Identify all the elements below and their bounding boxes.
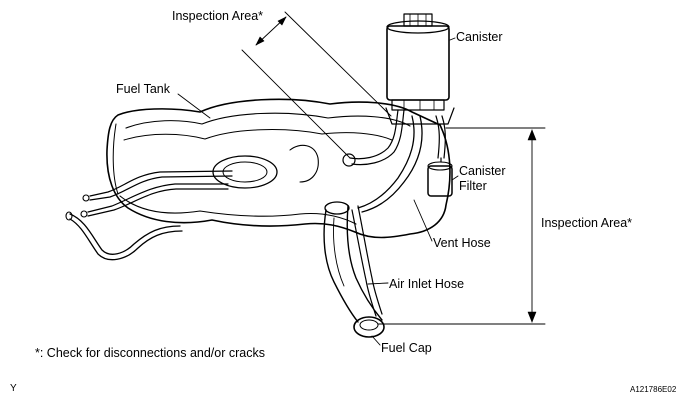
fuel-line-end-1 — [82, 194, 90, 202]
fuel-line-middle-b — [87, 188, 229, 217]
corner-mark: Y — [10, 383, 17, 394]
leader-canister-filter — [451, 175, 459, 181]
canister-filter-hose — [435, 115, 440, 159]
footnote: *: Check for disconnections and/or crack… — [35, 346, 265, 360]
canister-bracket — [385, 107, 455, 125]
leader-air-inlet-hose — [367, 282, 389, 285]
filler-neck-left — [323, 209, 359, 323]
fuel-line-end-2 — [80, 210, 88, 218]
fuel-tank-inner-ridge — [123, 129, 393, 141]
fuel-tank-bottom-flange — [119, 195, 357, 225]
label-fuel-cap: Fuel Cap — [381, 341, 432, 355]
canister-filter-hose-b — [441, 115, 446, 159]
label-vent-hose: Vent Hose — [433, 236, 491, 250]
inspection-area-right-arrow — [527, 311, 537, 323]
figure-code: A121786E02 — [630, 385, 677, 394]
label-canister: Canister — [456, 30, 503, 44]
fuel-tank-left-edge — [112, 123, 119, 195]
fuel-pump-inner — [222, 161, 268, 183]
inspection-area-top-ext-2 — [284, 11, 392, 117]
leader-vent-hose — [413, 199, 433, 242]
lower-left-pipe-b — [69, 218, 183, 261]
inspection-area-top-arrow — [255, 36, 265, 46]
lower-left-pipe — [69, 213, 181, 255]
fuel-tank-body — [106, 98, 451, 239]
label-inspection-area-top: Inspection Area* — [172, 9, 264, 23]
fuel-cap-inner — [359, 319, 379, 331]
evap-hose-b — [351, 109, 405, 166]
inspection-area-top-ext-1 — [241, 49, 351, 159]
canister-bottom — [391, 99, 445, 111]
canister-body — [386, 25, 450, 101]
tank-right-bulge — [289, 144, 319, 183]
label-inspection-area-right: Inspection Area* — [541, 216, 633, 230]
leader-fuel-tank — [177, 93, 211, 119]
vent-hose — [357, 115, 415, 209]
label-canister-filter: Canister Filter — [459, 164, 519, 194]
inspection-area-right-arrow — [527, 129, 537, 141]
canister-filter-shape — [427, 165, 453, 197]
label-canister-filter-line2: Filter — [459, 179, 487, 193]
label-air-inlet-hose: Air Inlet Hose — [389, 277, 465, 291]
evap-hose-joint — [342, 153, 356, 167]
leader-canister — [449, 37, 456, 41]
air-inlet-hose-b — [357, 205, 383, 315]
evap-hose — [349, 109, 399, 160]
vent-hose-b — [361, 115, 423, 213]
inspection-area-top-arrow — [277, 16, 287, 26]
label-fuel-tank: Fuel Tank — [116, 82, 170, 96]
filler-neck-inner-line — [333, 217, 345, 287]
fuel-line-upper-b — [89, 175, 233, 201]
fuel-line-upper — [89, 170, 233, 197]
filler-neck-top — [324, 201, 350, 215]
label-canister-filter-line1: Canister — [459, 164, 506, 178]
filler-neck-right — [346, 205, 383, 321]
fuel-cap-shape — [353, 316, 385, 338]
canister-filter-top — [427, 161, 453, 171]
leader-fuel-cap — [371, 335, 381, 346]
lower-left-pipe-end — [65, 211, 73, 221]
fuel-pump-unit — [212, 155, 278, 189]
fuel-tank-top-ridge — [125, 112, 411, 129]
fuel-line-middle — [87, 183, 229, 213]
air-inlet-hose — [351, 209, 377, 317]
